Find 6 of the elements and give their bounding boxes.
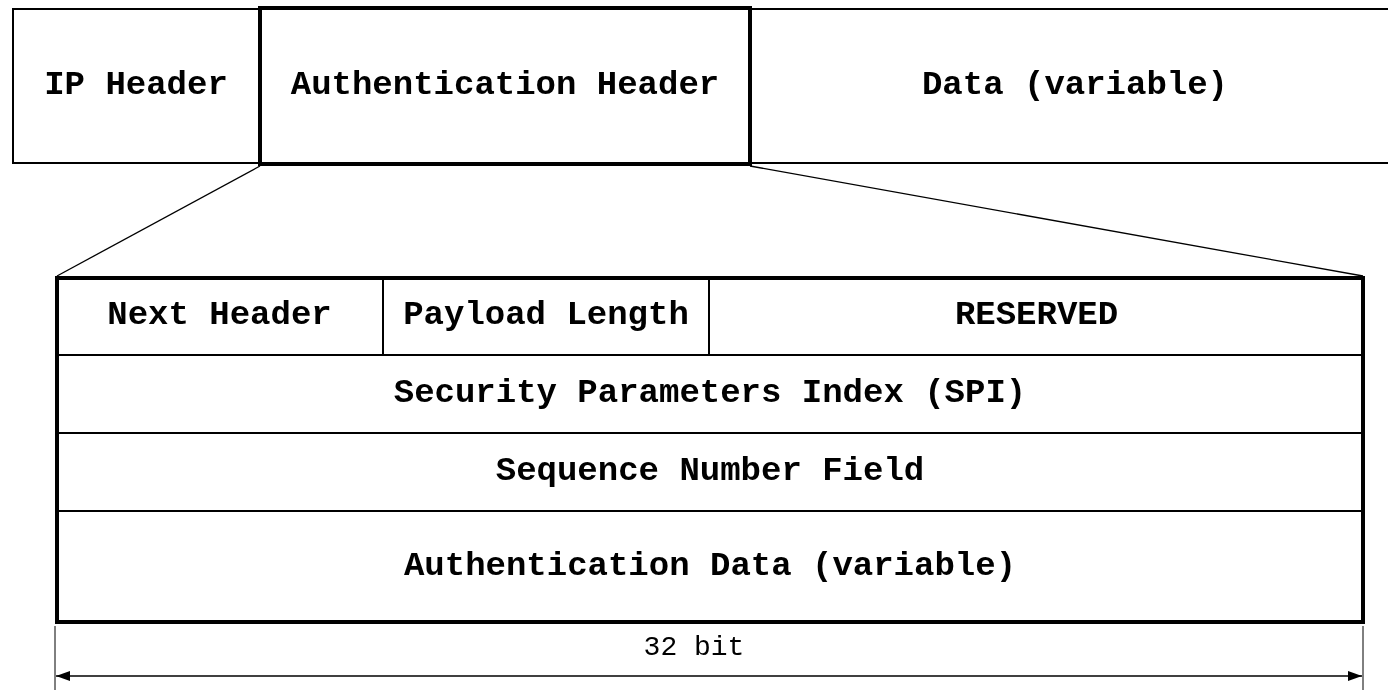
header-field: Data (variable) xyxy=(750,8,1388,164)
expansion-line xyxy=(749,165,1364,277)
header-format-table xyxy=(55,276,1365,624)
header-field: Authentication Header xyxy=(258,6,752,166)
header-field: IP Header xyxy=(12,8,260,164)
expansion-line xyxy=(56,165,261,277)
